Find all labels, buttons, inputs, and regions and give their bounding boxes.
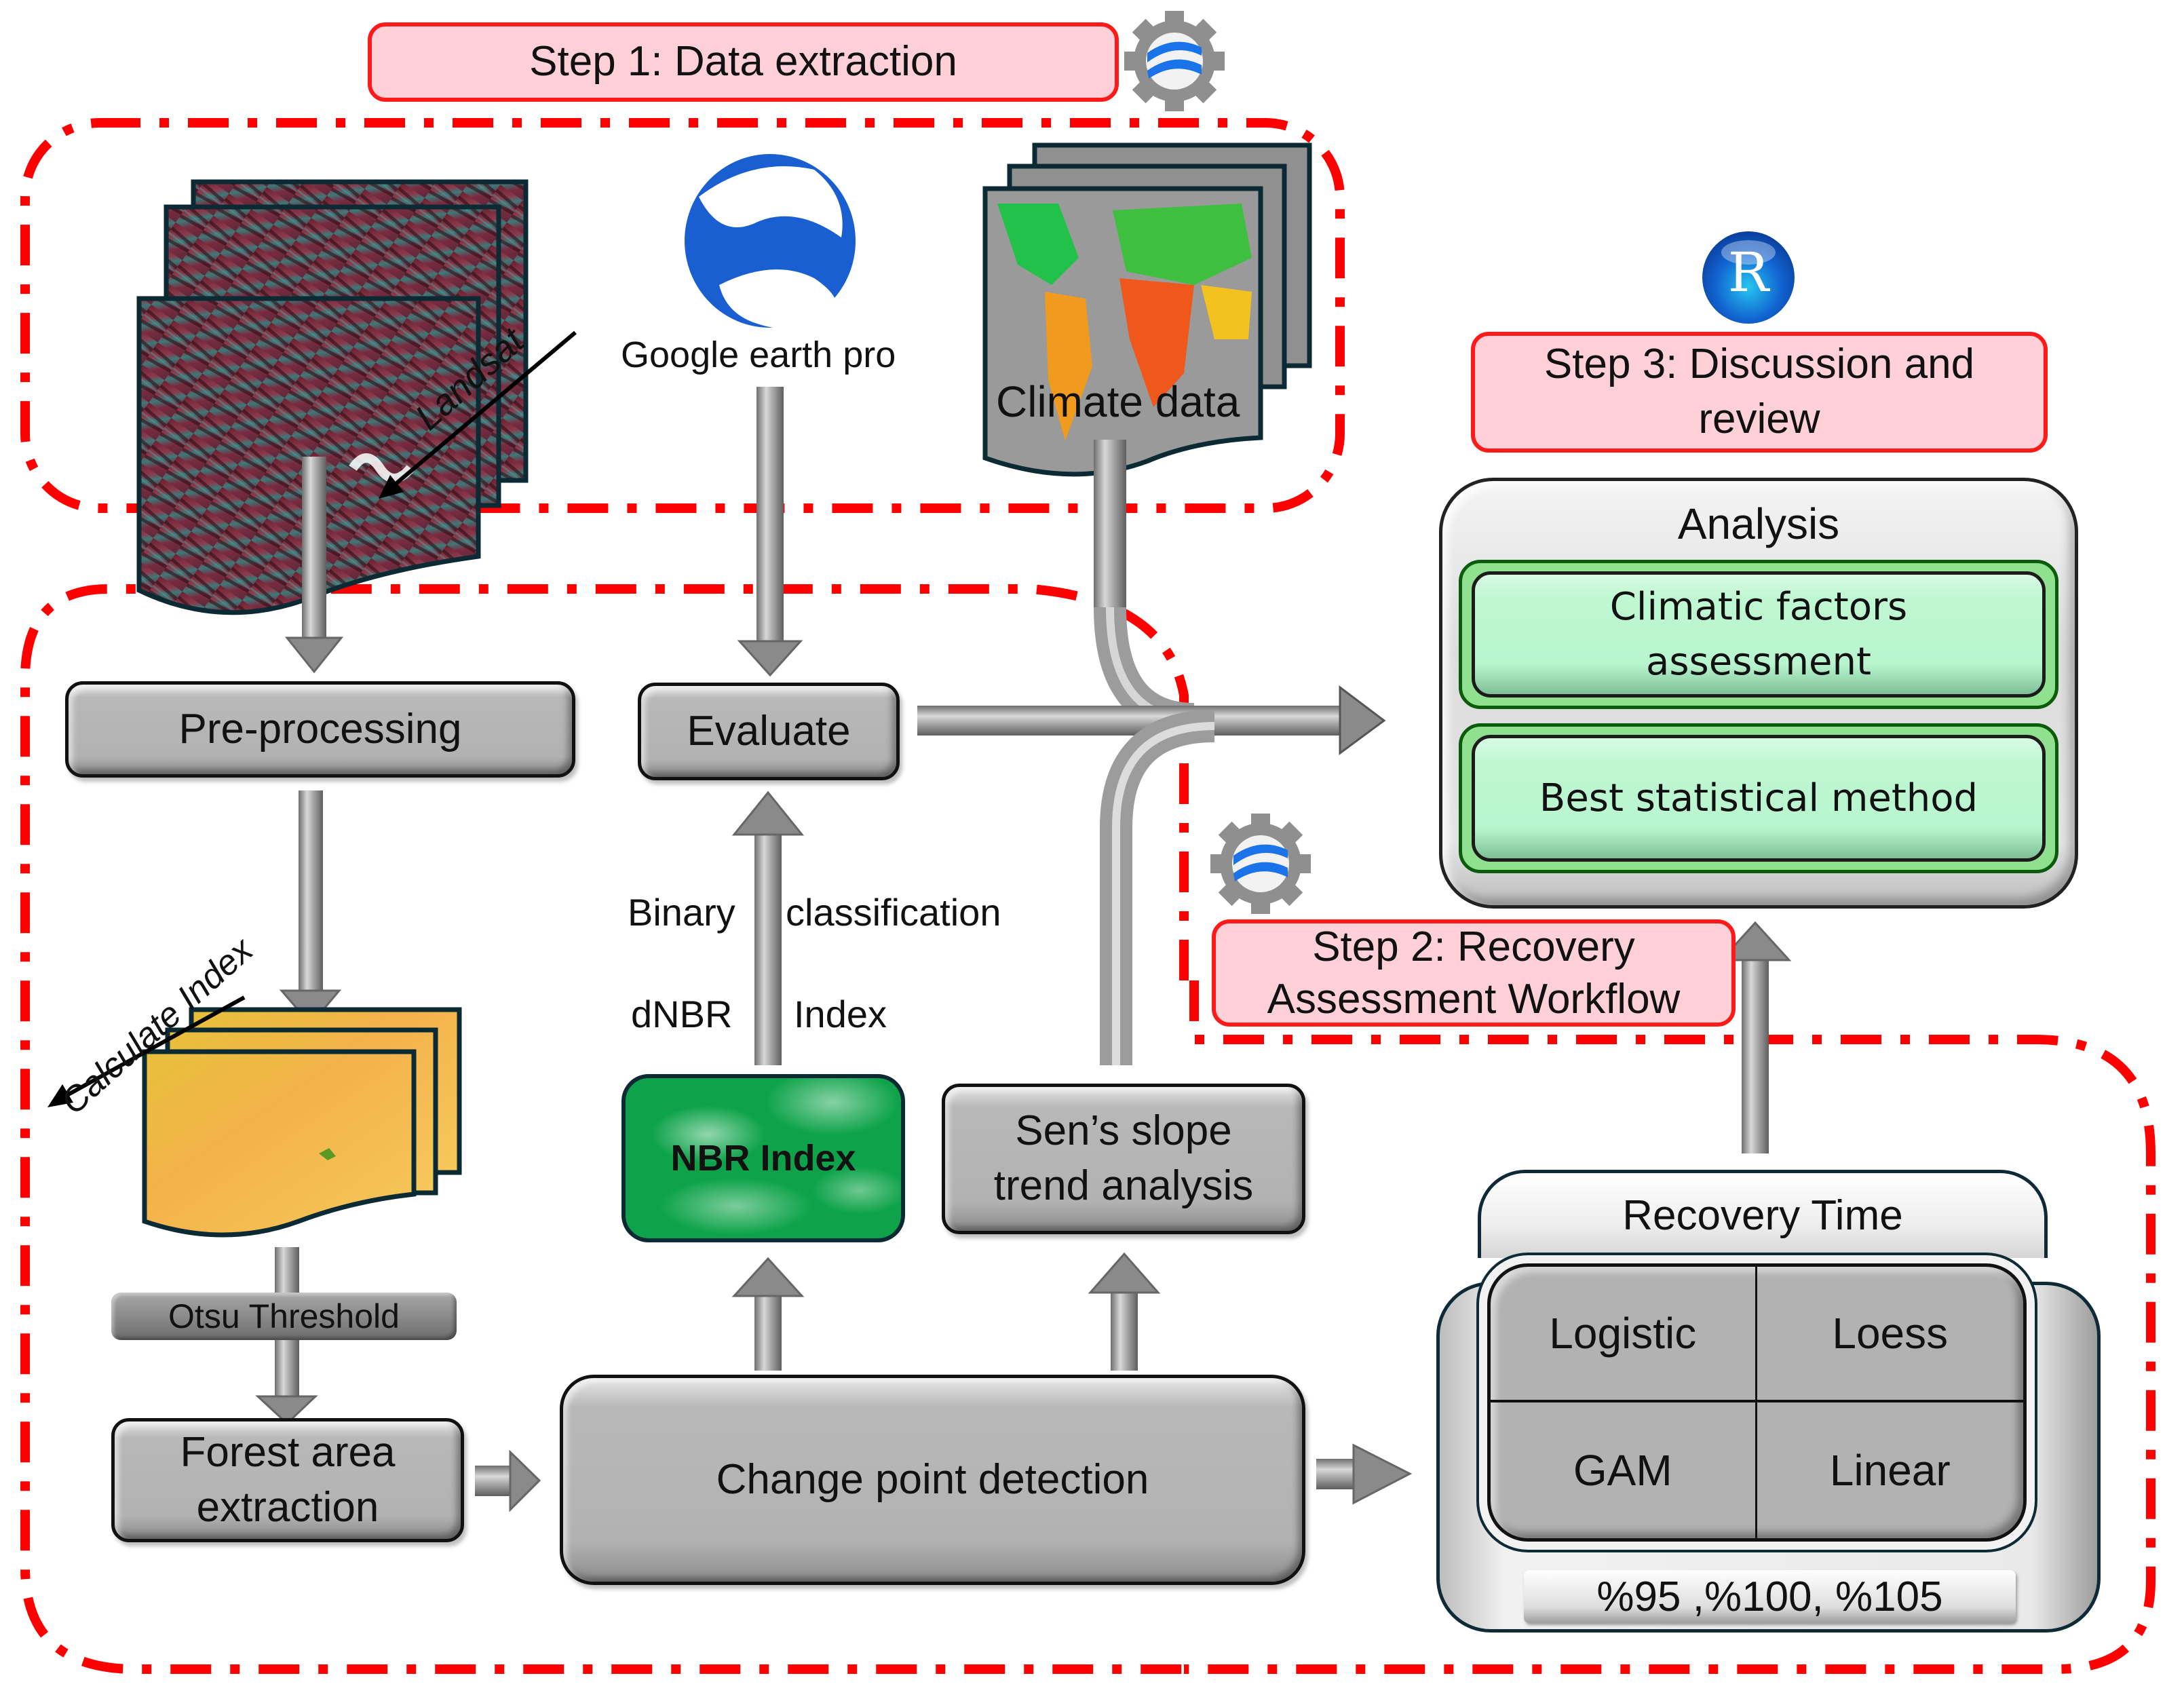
arrow-gee-to-evaluate (737, 387, 803, 677)
arrow-recovery-to-analysis (1719, 921, 1792, 1153)
r-logo-letter: R (1727, 241, 1769, 304)
step1-text: Step 1: Data extraction (529, 38, 957, 85)
evaluate-text: Evaluate (687, 707, 851, 755)
preprocessing-box[interactable]: Pre-processing (65, 681, 575, 778)
arrow-nbr-to-evaluate (731, 790, 805, 1065)
arrow-changepoint-to-sens (1088, 1252, 1161, 1371)
change-point-text: Change point detection (716, 1455, 1149, 1503)
arrow-changepoint-to-nbr (731, 1257, 805, 1371)
preprocessing-text: Pre-processing (178, 705, 462, 752)
recovery-time-header: Recovery Time (1478, 1170, 2048, 1258)
dnbr-label: dNBR (631, 993, 733, 1035)
arrow-preprocessing-to-index (279, 790, 342, 1027)
landsat-arrow (379, 330, 577, 499)
step3-line1: Step 3: Discussion and (1544, 341, 1975, 388)
step2-label: Step 2: Recovery Assessment Workflow (1212, 919, 1736, 1027)
classification-label: classification (786, 891, 1001, 934)
best-method-box[interactable]: Best statistical method (1459, 723, 2058, 873)
otsu-text: Otsu Threshold (168, 1297, 400, 1335)
recovery-methods-grid: Logistic Loess GAM Linear (1487, 1263, 2027, 1542)
r-logo-icon (1702, 231, 1795, 324)
step3-line2: review (1698, 396, 1820, 442)
landsat-image-stack (136, 179, 529, 615)
sens-slope-box[interactable]: Sen’s slope trend analysis (942, 1084, 1305, 1234)
step1-region (20, 118, 1345, 513)
otsu-threshold-box[interactable]: Otsu Threshold (111, 1293, 457, 1340)
merge-arrow-to-analysis (917, 440, 1386, 1065)
gee-gear-icon-step2 (1210, 814, 1311, 914)
sens-line2: trend analysis (993, 1162, 1254, 1209)
method-loess[interactable]: Loess (1757, 1267, 2023, 1402)
evaluate-box[interactable]: Evaluate (638, 683, 900, 780)
arrow-changepoint-to-recovery (1316, 1443, 1413, 1505)
google-earth-label: Google earth pro (621, 335, 896, 375)
best-method-text: Best statistical method (1539, 776, 1978, 820)
forest-line2: extraction (196, 1483, 379, 1531)
index-image-stack (142, 1007, 462, 1238)
method-linear[interactable]: Linear (1829, 1446, 1951, 1495)
google-earth-logo-icon (685, 154, 856, 330)
step2-line2: Assessment Workflow (1267, 976, 1681, 1023)
nbr-index-text: NBR Index (670, 1138, 856, 1179)
nbr-index-box[interactable]: NBR Index (621, 1074, 905, 1242)
sens-line1: Sen’s slope (1015, 1107, 1232, 1155)
analysis-title: Analysis (1677, 499, 1840, 548)
threshold-bar: %95 ,%100, %105 (1524, 1570, 2016, 1623)
forest-line1: Forest area (180, 1428, 396, 1476)
climatic-factors-box[interactable]: Climatic factors assessment (1459, 560, 2058, 709)
method-logistic[interactable]: Logistic (1491, 1267, 1757, 1402)
arrow-landsat-to-preprocessing (284, 457, 344, 674)
climatic-line1: Climatic factors (1609, 584, 1908, 629)
change-point-box[interactable]: Change point detection (560, 1375, 1305, 1585)
step2-right-region (1184, 980, 2156, 1674)
calculate-index-arrow (47, 995, 246, 1107)
forest-area-box[interactable]: Forest area extraction (111, 1418, 464, 1542)
arrow-forest-to-changepoint (475, 1449, 541, 1512)
climatic-factors-inner: Climatic factors assessment (1472, 571, 2046, 698)
step3-label: Step 3: Discussion and review (1471, 332, 2048, 453)
climate-data-label: Climate data (996, 377, 1240, 426)
threshold-text: %95 ,%100, %105 (1596, 1573, 1943, 1620)
step1-label: Step 1: Data extraction (368, 22, 1119, 102)
gee-gear-icon-step1 (1124, 11, 1225, 111)
binary-label: Binary (628, 891, 735, 934)
climate-map-stack (982, 142, 1312, 477)
recovery-time-title: Recovery Time (1622, 1192, 1903, 1239)
step2-line1: Step 2: Recovery (1312, 923, 1635, 970)
climatic-line2: assessment (1646, 640, 1871, 684)
method-gam[interactable]: GAM (1491, 1402, 1757, 1538)
best-method-inner: Best statistical method (1472, 735, 2046, 862)
step2-left-region (20, 584, 1189, 1674)
index-label: Index (794, 993, 887, 1035)
